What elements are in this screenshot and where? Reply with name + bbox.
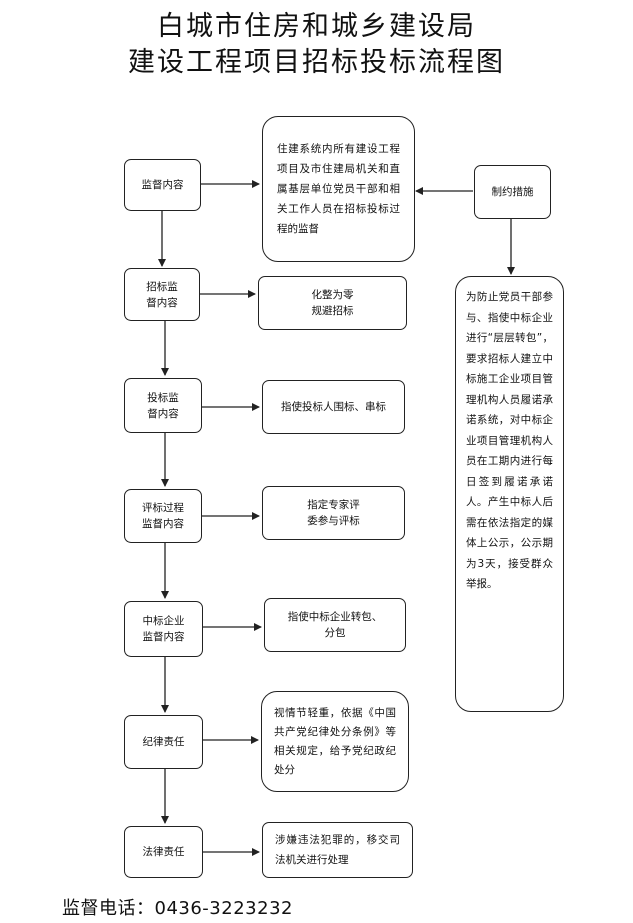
diagram-title-line2: 建设工程项目招标投标流程图 [128,47,505,78]
supervision-scope-box: 住建系统内所有建设工程项目及市住建局机关和直属基层单位党员干部和相关工作人员在招… [262,116,415,262]
risk-box-2: 指使投标人围标、串标 [262,380,405,434]
risk-text-2: 指使投标人围标、串标 [281,401,386,413]
constraint-label: 制约措施 [491,186,534,198]
step-label-2: 招标监 督内容 [146,280,178,309]
step-box-5: 中标企业 监督内容 [124,601,203,657]
constraint-detail-text: 为防止党员干部参与、指使中标企业进行“层层转包”，要求招标人建立中标施工企业项目… [466,291,553,590]
risk-text-4: 指使中标企业转包、 分包 [287,611,383,639]
constraint-detail-box: 为防止党员干部参与、指使中标企业进行“层层转包”，要求招标人建立中标施工企业项目… [455,276,564,712]
step-label-5: 中标企业 监督内容 [142,615,185,643]
step-box-3: 投标监 督内容 [124,378,202,433]
step-box-6: 纪律责任 [124,715,203,769]
constraint-box: 制约措施 [474,165,551,219]
step-box-7: 法律责任 [124,826,203,878]
hotline-number: 0436-3223232 [154,898,293,919]
discipline-text: 视情节轻重，依据《中国共产党纪律处分条例》等相关规定，给予党纪政纪处分 [274,706,396,776]
step-label-1: 监督内容 [141,179,184,191]
step-label-3: 投标监 督内容 [147,391,179,420]
step-label-6: 纪律责任 [142,736,185,748]
step-box-1: 监督内容 [124,159,201,211]
diagram-title-line1: 白城市住房和城乡建设局 [157,11,476,42]
risk-box-1: 化整为零 规避招标 [258,276,407,330]
supervision-scope-text: 住建系统内所有建设工程项目及市住建局机关和直属基层单位党员干部和相关工作人员在招… [277,143,400,235]
risk-box-4: 指使中标企业转包、 分包 [264,598,406,652]
step-box-2: 招标监 督内容 [124,268,200,321]
risk-text-3: 指定专家评 委参与评标 [307,499,360,527]
hotline: 监督电话：0436-3223232 [62,894,293,920]
step-box-4: 评标过程 监督内容 [124,489,202,543]
legal-text: 涉嫌违法犯罪的，移交司法机关进行处理 [275,834,400,866]
discipline-box: 视情节轻重，依据《中国共产党纪律处分条例》等相关规定，给予党纪政纪处分 [261,691,409,792]
step-label-4: 评标过程 监督内容 [142,502,184,530]
legal-box: 涉嫌违法犯罪的，移交司法机关进行处理 [262,822,413,878]
risk-box-3: 指定专家评 委参与评标 [262,486,405,540]
risk-text-1: 化整为零 规避招标 [311,289,354,317]
step-label-7: 法律责任 [142,846,185,858]
hotline-label: 监督电话： [62,898,155,919]
